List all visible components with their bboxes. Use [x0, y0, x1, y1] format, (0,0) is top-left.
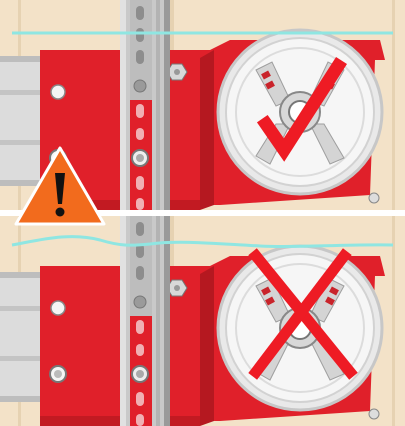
panel-incorrect [0, 216, 405, 426]
